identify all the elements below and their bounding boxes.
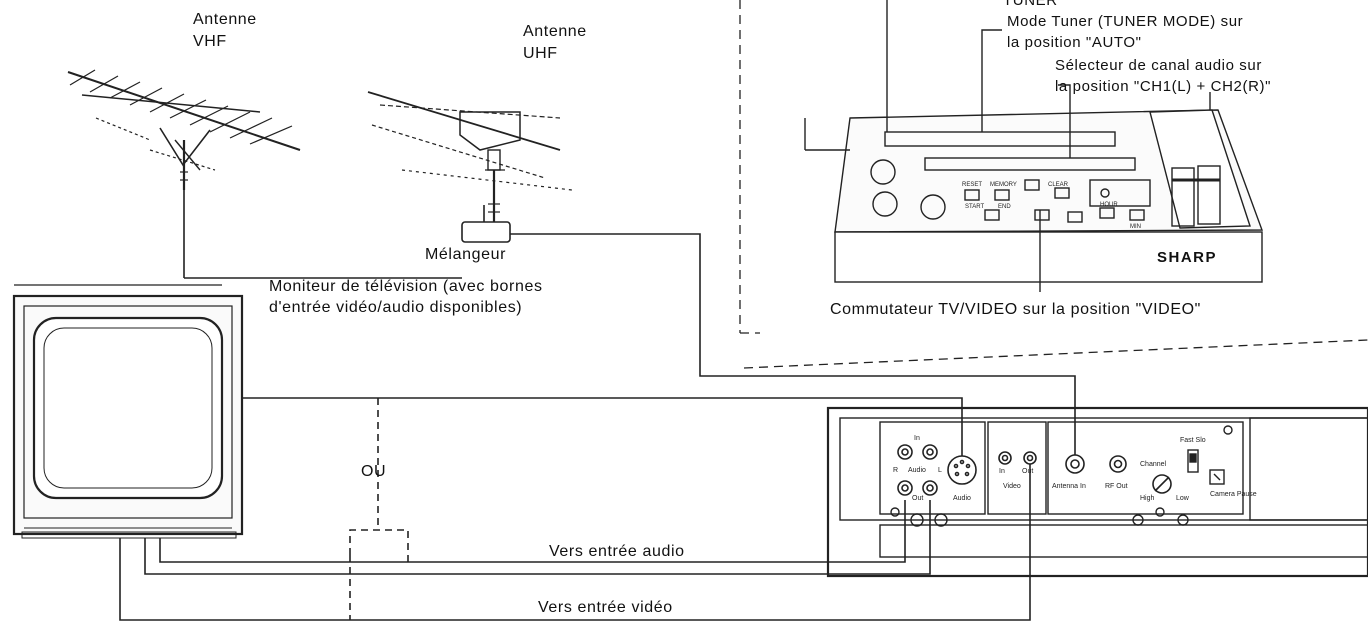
panel-video-in: In xyxy=(999,468,1005,475)
label-monitor-2: d'entrée vidéo/audio disponibles) xyxy=(269,299,523,316)
uhf-antenna xyxy=(367,91,573,240)
inset-label-audio-sel-1: Sélecteur de canal audio sur xyxy=(1055,57,1262,74)
label-to-video-input: Vers entrée vidéo xyxy=(538,599,673,616)
panel-camera-pause: Camera Pause xyxy=(1210,491,1257,498)
camera-pause-icon xyxy=(1209,469,1225,485)
inset-btn-start: START xyxy=(965,204,984,210)
inset-label-tuner-cut: TUNER xyxy=(1003,0,1058,9)
panel-video-group: Video xyxy=(1003,483,1021,490)
inset-label-audio-sel-2: la position "CH1(L) + CH2(R)" xyxy=(1055,78,1272,95)
vcr-rear-panel xyxy=(826,406,1368,578)
rf-out-jack[interactable] xyxy=(1109,455,1127,473)
panel-audio-out: Out xyxy=(912,495,923,502)
vcr-inset xyxy=(804,0,1264,292)
panel-audio-group: Audio xyxy=(908,467,926,474)
video-jacks[interactable] xyxy=(998,451,1037,465)
panel-channel: Channel xyxy=(1140,461,1167,468)
tv-monitor xyxy=(12,284,244,539)
mixer-box xyxy=(461,205,511,243)
label-antenna-vhf-1: Antenne xyxy=(193,11,257,28)
cables xyxy=(119,397,1031,621)
audio-jacks[interactable] xyxy=(897,444,938,496)
label-or: OU xyxy=(361,463,387,480)
label-antenna-vhf-2: VHF xyxy=(193,33,227,50)
inset-btn-min: MIN xyxy=(1130,224,1141,230)
label-monitor-1: Moniteur de télévision (avec bornes xyxy=(269,278,543,295)
inset-btn-hour: HOUR xyxy=(1100,202,1118,208)
panel-rf-out: RF Out xyxy=(1105,483,1128,490)
panel-antenna-in: Antenna In xyxy=(1052,483,1086,490)
inset-btn-end: END xyxy=(998,204,1011,210)
brand-logo: SHARP xyxy=(1157,249,1217,266)
inset-btn-clear: CLEAR xyxy=(1048,182,1069,188)
label-to-audio-input: Vers entrée audio xyxy=(549,543,685,560)
inset-label-tuner-mode-1: Mode Tuner (TUNER MODE) sur xyxy=(1007,13,1244,30)
panel-low: Low xyxy=(1176,495,1190,502)
panel-video-out: Out xyxy=(1022,468,1033,475)
inset-btn-reset: RESET xyxy=(962,182,982,188)
vhf-antenna xyxy=(67,69,462,279)
label-mixer: Mélangeur xyxy=(425,246,507,263)
panel-audio-l: L xyxy=(938,467,942,474)
inset-label-tvvideo: Commutateur TV/VIDEO sur la position "VI… xyxy=(830,301,1201,318)
fast-slo-switch[interactable] xyxy=(1187,449,1199,473)
panel-audio-din: Audio xyxy=(953,495,971,502)
inset-btn-memory: MEMORY xyxy=(990,182,1017,188)
inset-label-tuner-mode-2: la position "AUTO" xyxy=(1007,34,1142,51)
panel-fast-slo: Fast Slo xyxy=(1180,437,1206,444)
or-alternative xyxy=(349,398,409,620)
inset-border xyxy=(739,0,1368,369)
antenna-cable xyxy=(510,233,1076,460)
label-antenna-uhf-2: UHF xyxy=(523,45,558,62)
channel-knob[interactable] xyxy=(1152,474,1172,494)
panel-audio-in: In xyxy=(914,435,920,442)
audio-din-jack[interactable] xyxy=(947,455,977,485)
panel-audio-r: R xyxy=(893,467,898,474)
panel-high: High xyxy=(1140,495,1155,502)
label-antenna-uhf-1: Antenne xyxy=(523,23,587,40)
antenna-in-jack[interactable] xyxy=(1065,454,1085,474)
